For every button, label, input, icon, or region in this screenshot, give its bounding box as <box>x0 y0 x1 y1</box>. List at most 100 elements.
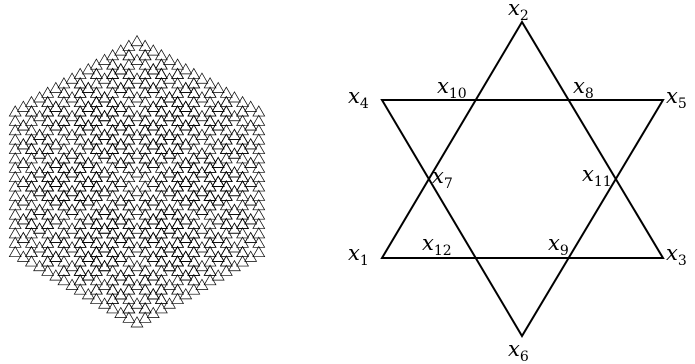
fractal-cell <box>33 222 47 234</box>
fractal-cell <box>106 255 120 267</box>
fractal-cell <box>187 105 201 117</box>
fractal-cell <box>89 245 103 258</box>
fractal-cell <box>89 208 103 220</box>
fractal-cell <box>187 105 201 117</box>
fractal-cell <box>211 156 225 168</box>
fractal-cell <box>114 119 128 131</box>
fractal-cell <box>81 81 95 93</box>
fractal-cell <box>211 194 225 206</box>
fractal-cell <box>146 156 160 168</box>
fractal-cell <box>122 302 136 314</box>
fractal-cell <box>57 152 71 164</box>
fractal-cell <box>41 255 55 267</box>
fractal-cell <box>179 194 193 206</box>
fractal-cell <box>114 119 128 131</box>
fractal-cell <box>98 166 111 178</box>
fractal-cell <box>219 189 233 201</box>
fractal-cell <box>98 241 111 253</box>
fractal-cell <box>33 166 47 178</box>
fractal-cell <box>163 241 176 253</box>
fractal-cell <box>154 208 168 220</box>
fractal-cell <box>203 189 217 201</box>
fractal-cell <box>122 105 136 117</box>
fractal-cell <box>122 283 136 295</box>
fractal-cell <box>203 189 217 201</box>
fractal-cell <box>41 170 55 183</box>
vertex-label-x4: x4 <box>348 84 369 112</box>
fractal-cell <box>138 273 152 286</box>
fractal-cell <box>130 34 144 47</box>
fractal-cell <box>154 245 168 258</box>
fractal-cell <box>89 123 103 136</box>
fractal-cell <box>8 198 22 211</box>
fractal-cell <box>154 217 168 229</box>
fractal-cell <box>187 152 201 164</box>
fractal-cell <box>227 166 241 178</box>
fractal-cell <box>236 180 249 192</box>
fractal-cell <box>179 138 193 150</box>
fractal-cell <box>122 227 136 239</box>
fractal-cell <box>25 123 38 136</box>
fractal-cell <box>106 105 120 117</box>
fractal-cell <box>163 259 176 272</box>
fractal-cell <box>203 236 217 248</box>
fractal-cell <box>57 189 71 201</box>
fractal-cell <box>236 161 249 173</box>
fractal-cell <box>41 180 55 192</box>
fractal-cell <box>187 95 201 108</box>
fractal-cell <box>89 208 103 220</box>
fractal-cell <box>244 194 258 206</box>
fractal-cell <box>57 227 71 239</box>
fractal-cell <box>146 250 160 262</box>
fractal-cell <box>154 273 168 286</box>
fractal-cell <box>25 255 38 267</box>
fractal-cell <box>16 156 30 168</box>
fractal-cell <box>122 114 136 126</box>
fractal-cell <box>146 100 160 112</box>
fractal-cell <box>57 236 71 248</box>
fractal-cell <box>219 208 233 220</box>
upward-triangle <box>380 20 665 259</box>
fractal-cell <box>98 259 111 272</box>
fractal-cell <box>73 180 87 192</box>
fractal-cell <box>171 227 185 239</box>
fractal-cell <box>81 119 95 131</box>
fractal-cell <box>219 170 233 183</box>
fractal-cell <box>89 180 103 192</box>
fractal-cell <box>41 114 55 126</box>
fractal-cell <box>187 236 201 248</box>
fractal-cell <box>57 152 71 164</box>
fractal-cell <box>179 231 193 243</box>
fractal-cell <box>154 170 168 183</box>
fractal-cell <box>57 170 71 183</box>
fractal-cell <box>154 198 168 211</box>
fractal-cell <box>227 128 241 140</box>
fractal-cell <box>89 95 103 108</box>
fractal-cell <box>146 213 160 225</box>
vertex-label-x1: x1 <box>348 241 369 269</box>
fractal-cell <box>146 231 160 243</box>
fractal-cell <box>25 105 38 117</box>
fractal-cell <box>57 217 71 229</box>
fractal-cell <box>81 231 95 243</box>
fractal-cell <box>57 170 71 183</box>
fractal-cell <box>244 231 258 243</box>
fractal-cell <box>227 128 241 140</box>
fractal-cell <box>138 133 152 145</box>
fractal-cell <box>187 161 201 173</box>
fractal-cell <box>41 86 55 98</box>
fractal-cell <box>106 217 120 229</box>
fractal-cell <box>171 133 185 145</box>
fractal-cell <box>57 161 71 173</box>
fractal-cell <box>219 170 233 183</box>
fractal-cell <box>122 161 136 173</box>
fractal-cell <box>244 250 258 262</box>
fractal-cell <box>227 259 241 272</box>
fractal-cell <box>73 105 87 117</box>
fractal-cell <box>122 283 136 295</box>
fractal-cell <box>146 81 160 93</box>
fractal-cell <box>138 227 152 239</box>
fractal-cell <box>49 194 63 206</box>
fractal-cell <box>154 302 168 314</box>
fractal-cell <box>106 245 120 258</box>
